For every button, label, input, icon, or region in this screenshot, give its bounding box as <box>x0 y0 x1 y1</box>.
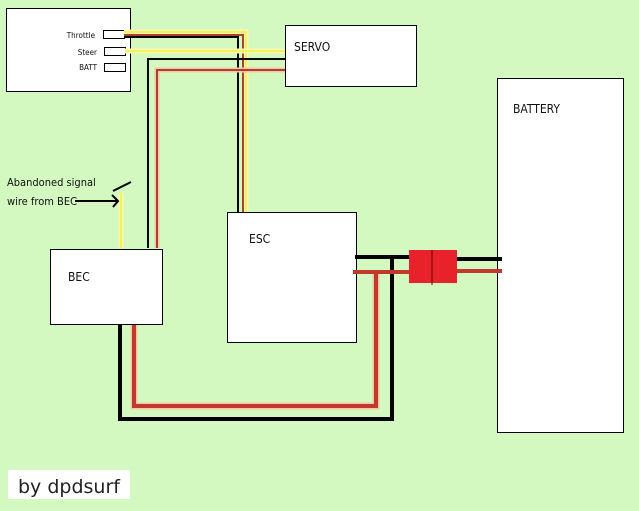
throttle-ground-wire <box>124 36 239 213</box>
connector-body <box>409 250 457 283</box>
receiver: Throttle Steer BATT <box>6 8 131 92</box>
esc-label: ESC <box>249 232 270 246</box>
channel-batt-port <box>104 63 126 72</box>
servo-box <box>285 25 417 87</box>
esc: ESC <box>227 212 357 343</box>
throttle-cable <box>124 29 249 213</box>
esc-box <box>227 212 357 343</box>
channel-steer-label: Steer <box>78 48 97 57</box>
bec-servo-positive-wire <box>156 69 285 248</box>
throttle-signal-wire <box>124 31 247 213</box>
battery-label: BATTERY <box>513 102 560 116</box>
bec-input-ground-wire <box>118 257 394 421</box>
servo-label: SERVO <box>294 40 330 54</box>
annotation-line2: wire from BEC <box>7 195 77 208</box>
bec-box <box>50 249 163 325</box>
credit-background <box>8 470 130 499</box>
power-connector <box>409 250 457 285</box>
channel-steer-port <box>104 47 126 56</box>
throttle-positive-wire <box>124 34 244 213</box>
channel-throttle-label: Throttle <box>66 31 96 40</box>
bec-servo-ground-wire <box>147 58 285 248</box>
servo: SERVO <box>285 25 417 87</box>
channel-batt-label: BATT <box>79 63 97 72</box>
arrow-icon <box>75 181 132 208</box>
bec: BEC <box>50 249 163 325</box>
annotation: Abandoned signal wire from BEC <box>7 176 132 208</box>
bec-label: BEC <box>68 270 90 284</box>
battery: BATTERY <box>497 78 624 433</box>
bec-input-positive-wire <box>132 272 378 408</box>
channel-throttle-port <box>103 30 125 39</box>
credit: by dpdsurf <box>8 470 130 499</box>
annotation-line1: Abandoned signal <box>7 176 96 189</box>
credit-text: by dpdsurf <box>18 476 121 498</box>
battery-box <box>497 78 624 433</box>
